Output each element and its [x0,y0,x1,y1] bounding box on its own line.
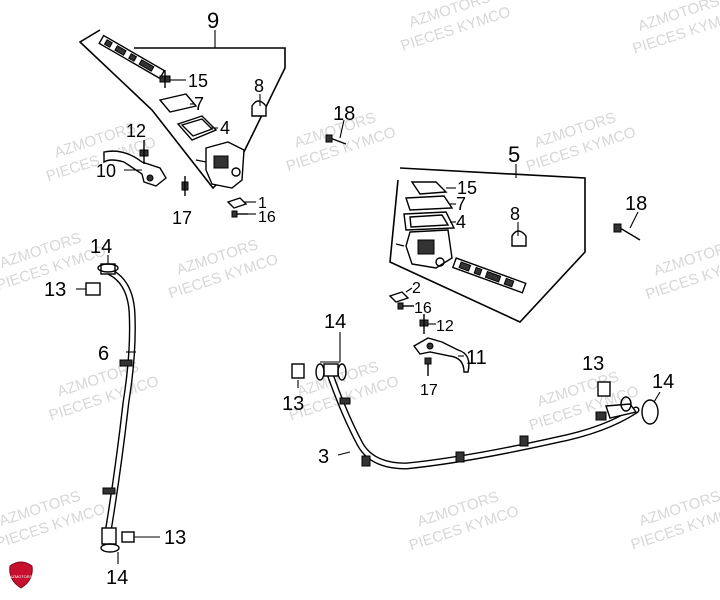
part-7-plate [405,195,454,211]
callout-13: 13 [582,353,604,375]
callout-4: 4 [220,118,230,138]
callout-4: 4 [456,212,466,232]
spec-label-strip [451,257,527,294]
part-18-bolt [613,211,641,241]
callout-13: 13 [164,527,186,549]
part-13-banjo-bolt [597,381,611,397]
part-6-brake-hose [100,263,136,545]
callout-14: 14 [652,371,674,393]
callout-13: 13 [282,393,304,415]
callout-14: 14 [324,311,346,333]
hose-fitting-end [605,403,638,419]
callout-18: 18 [625,193,647,215]
part-8-clamp [511,230,527,247]
part-15-screw [159,70,171,88]
part-14-washer [315,332,347,381]
callout-1: 1 [258,195,267,212]
part-13-banjo-bolt [76,282,101,296]
part-15-plate [410,181,448,195]
callout-17: 17 [172,208,192,228]
part-11-lever [412,337,470,373]
part-14-washer [100,543,120,564]
part-12-pivot-bolt [139,140,149,164]
callout-9: 9 [207,8,219,33]
callout-14: 14 [90,236,112,258]
part-17-nut [181,176,189,196]
callout-13: 13 [44,279,66,301]
spec-label-strip [98,34,166,80]
callout-15: 15 [457,178,477,198]
callout-12: 12 [436,318,454,335]
callout-3: 3 [318,446,329,468]
master-cylinder-body [395,229,453,269]
master-cylinder-body [195,141,245,189]
callout-16: 16 [414,300,432,317]
brand-logo: AZMOTORS [9,561,33,589]
part-8-clamp [251,100,267,117]
part-2-switch [388,287,413,303]
callout-17: 17 [420,382,438,399]
callout-8: 8 [510,204,520,224]
part-18-bolt [325,119,347,145]
callout-14: 14 [106,567,128,589]
callout-7: 7 [194,94,204,114]
callout-8: 8 [254,76,264,96]
callout-18: 18 [333,103,355,125]
assembly-9-left-master-cylinder [78,29,286,190]
part-7-plate [158,93,198,113]
callout-7: 7 [456,194,466,214]
part-10-lever [103,150,167,187]
part-16-screw [231,210,256,218]
callout-11: 11 [466,347,487,369]
logo-shield-icon [9,561,33,589]
callout-10: 10 [96,161,116,181]
callout-15: 15 [188,71,208,91]
callout-16: 16 [258,209,276,226]
callout-6: 6 [98,343,109,365]
assembly-5-frame [389,167,586,323]
part-13-banjo-bolt [121,531,160,543]
part-1-switch [226,197,256,209]
part-17-nut [424,357,432,376]
callout-5: 5 [508,142,520,167]
part-12-pivot-bolt [419,314,436,334]
callout-2: 2 [412,280,421,297]
part-14-washer [97,255,119,273]
part-4-diaphragm [176,115,218,141]
assembly-5-right-master-cylinder [389,164,586,323]
callout-labels: 9 15 7 4 8 12 10 17 1 16 18 5 15 7 4 8 1… [44,8,674,589]
hose-fitting-bottom [101,527,117,545]
hose-fitting-top [323,363,339,377]
logo-text: AZMOTORS [10,574,33,579]
part-14-washer [620,391,661,425]
callout-12: 12 [126,121,146,141]
part-16-screw [397,302,414,310]
watermark-layer: AZMOTORS PIECES KYMCO AZMOTORS PIECES KY… [0,0,720,554]
part-13-banjo-bolt [291,363,305,388]
